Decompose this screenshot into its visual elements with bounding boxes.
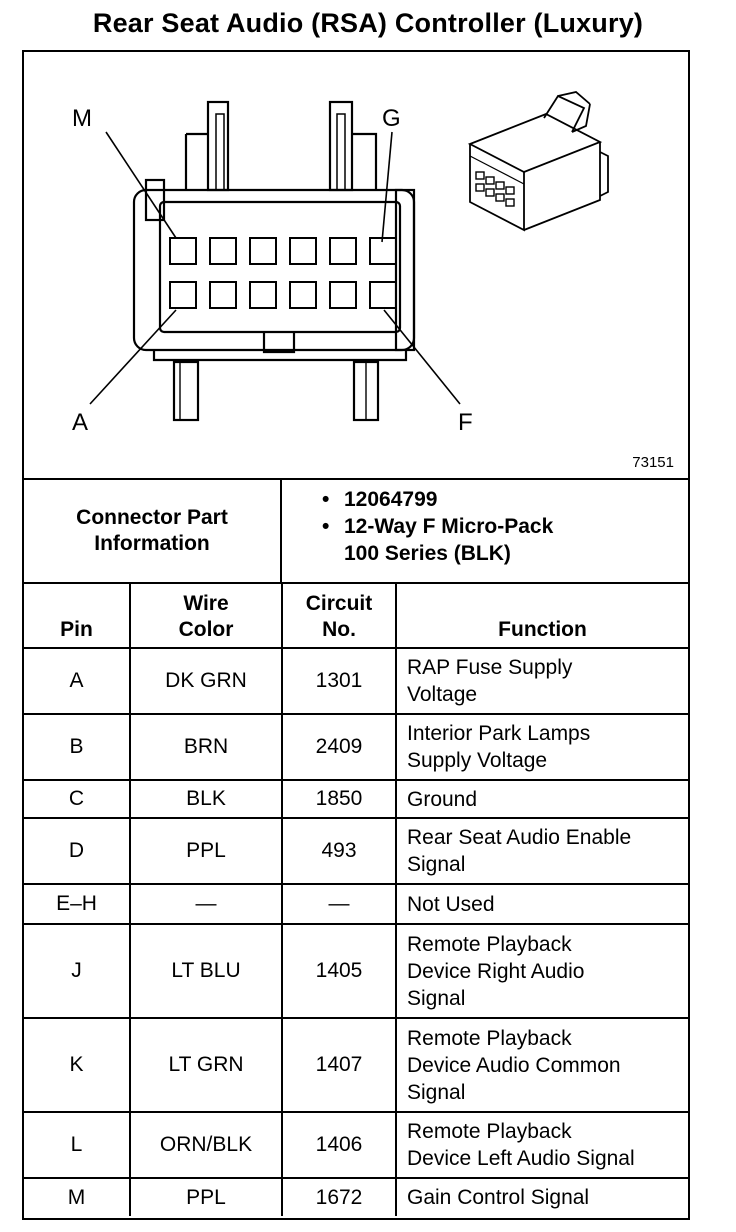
- circuit-cell: 1405: [281, 923, 397, 1019]
- pin-cavity: [209, 281, 237, 309]
- circuit-cell: 1407: [281, 1017, 397, 1113]
- circuit-cell: 1406: [281, 1111, 397, 1179]
- info-label-line1: Connector Part: [76, 506, 228, 529]
- wire-color-cell: —: [129, 883, 283, 925]
- function-cell: Not Used: [395, 883, 688, 925]
- pin-label-a: A: [72, 409, 88, 436]
- figure-number: 73151: [632, 454, 674, 471]
- pin-cavity-grid: [169, 237, 397, 309]
- connector-diagram: M G A F: [72, 91, 609, 436]
- part-number: 12064799: [344, 488, 438, 511]
- table-row: C BLK 1850 Ground: [24, 779, 688, 819]
- pin-cavity: [209, 237, 237, 265]
- pin-cavity: [249, 281, 277, 309]
- circuit-cell: 1301: [281, 647, 397, 715]
- pin-cell: A: [24, 647, 131, 715]
- connector-description-line2: 100 Series (BLK): [344, 542, 511, 565]
- bullet: •: [322, 515, 330, 538]
- connector-description-line1: 12-Way F Micro-Pack: [344, 515, 554, 538]
- pin-cell: B: [24, 713, 131, 781]
- pin-label-m: M: [72, 105, 92, 132]
- pin-cavity: [169, 237, 197, 265]
- part-number-item: • 12064799: [282, 486, 682, 513]
- pin-cavity: [329, 281, 357, 309]
- pin-cell: J: [24, 923, 131, 1019]
- wire-color-cell: BLK: [129, 779, 283, 819]
- pin-cavity: [249, 237, 277, 265]
- connector-part-details: • 12064799 • 12-Way F Micro-Pack 100 Ser…: [282, 486, 682, 567]
- table-row: M PPL 1672 Gain Control Signal: [24, 1177, 688, 1216]
- pin-leader-lines: [89, 131, 461, 405]
- connector-sheet: M G A F 73151: [22, 50, 690, 1220]
- pin-cell: L: [24, 1111, 131, 1179]
- wire-color-cell: DK GRN: [129, 647, 283, 715]
- circuit-cell: 1672: [281, 1177, 397, 1216]
- circuit-cell: 1850: [281, 779, 397, 819]
- table-row: E–H — — Not Used: [24, 883, 688, 925]
- header-pin: Pin: [24, 582, 131, 649]
- connector-isometric-icon: [467, 91, 609, 232]
- circuit-cell: —: [281, 883, 397, 925]
- function-cell: Ground: [395, 779, 688, 819]
- connector-part-info-label: Connector Part Information: [24, 480, 282, 582]
- pin-cavity: [169, 281, 197, 309]
- pin-label-f: F: [458, 409, 473, 436]
- info-label-line2: Information: [94, 532, 210, 555]
- pin-cavity: [289, 281, 317, 309]
- connector-part-info: Connector Part Information • 12064799 • …: [24, 478, 688, 584]
- pin-cavity: [369, 237, 397, 265]
- pin-cell: M: [24, 1177, 131, 1216]
- pin-label-g: G: [382, 105, 401, 132]
- header-function: Function: [395, 582, 688, 649]
- pin-cell: D: [24, 817, 131, 885]
- circuit-cell: 2409: [281, 713, 397, 781]
- wire-color-cell: LT GRN: [129, 1017, 283, 1113]
- function-cell: Gain Control Signal: [395, 1177, 688, 1216]
- pin-cell: K: [24, 1017, 131, 1113]
- page-title: Rear Seat Audio (RSA) Controller (Luxury…: [92, 8, 644, 38]
- pin-cavity: [289, 237, 317, 265]
- connector-description-item: • 12-Way F Micro-Pack 100 Series (BLK): [282, 513, 682, 567]
- connector-face-drawing: [132, 100, 416, 422]
- wire-color-cell: ORN/BLK: [129, 1111, 283, 1179]
- pin-cell: E–H: [24, 883, 131, 925]
- pin-cell: C: [24, 779, 131, 819]
- pin-cavity: [329, 237, 357, 265]
- wire-color-cell: BRN: [129, 713, 283, 781]
- bullet: •: [322, 488, 330, 511]
- wire-color-cell: PPL: [129, 817, 283, 885]
- wire-color-cell: LT BLU: [129, 923, 283, 1019]
- wire-color-cell: PPL: [129, 1177, 283, 1216]
- circuit-cell: 493: [281, 817, 397, 885]
- pin-cavity: [369, 281, 397, 309]
